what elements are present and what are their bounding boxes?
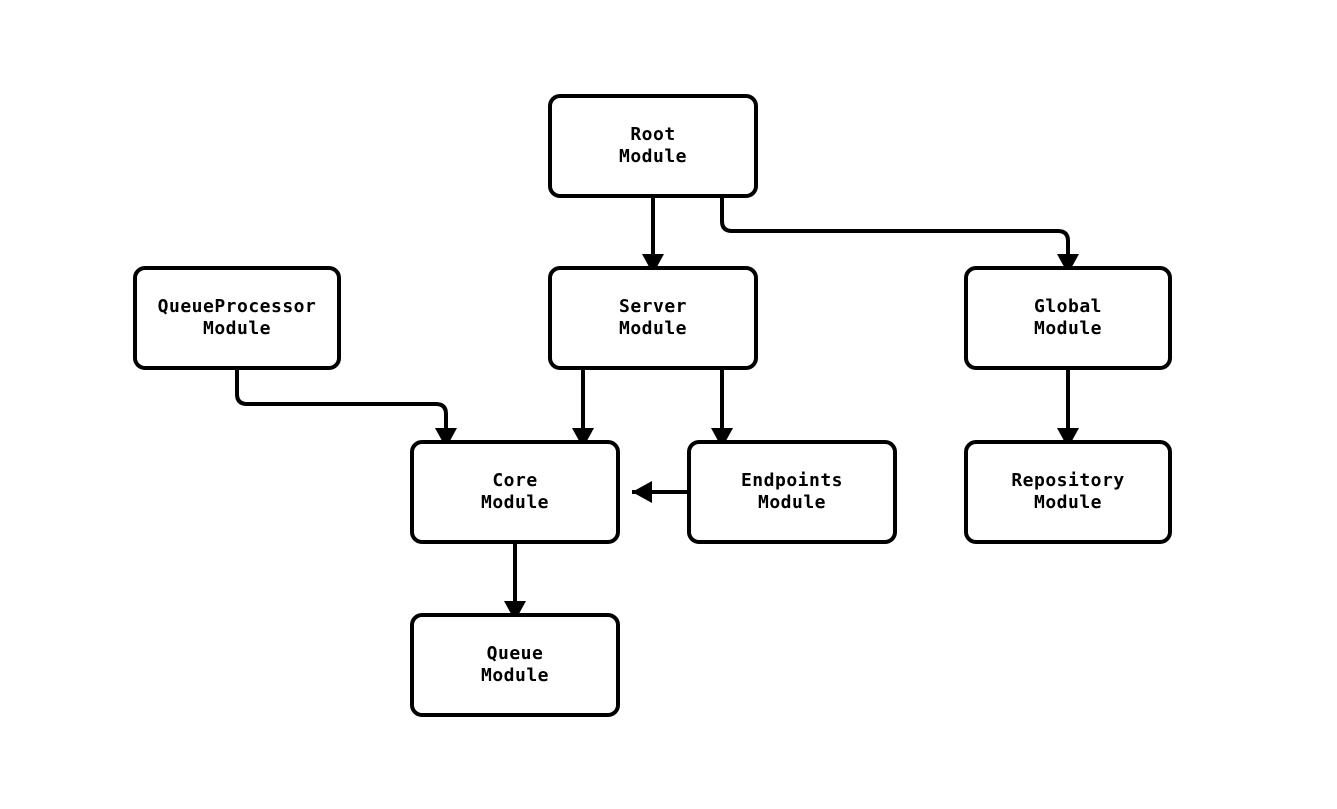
node-label-line1: Endpoints bbox=[740, 470, 844, 491]
edges-group bbox=[235, 198, 1079, 621]
node-label-line1: Core bbox=[492, 470, 538, 491]
edge-root-global bbox=[720, 198, 1070, 254]
node-label-line2: Module bbox=[202, 318, 272, 339]
node-global-module[interactable]: Global Module bbox=[964, 266, 1172, 370]
node-label-line1: Global bbox=[1033, 296, 1103, 317]
arrowhead-endpoints-core bbox=[632, 481, 652, 503]
node-endpoints-module[interactable]: Endpoints Module bbox=[687, 440, 897, 544]
node-label-line2: Module bbox=[618, 318, 688, 339]
node-queue-module[interactable]: Queue Module bbox=[410, 613, 620, 717]
node-label-line2: Module bbox=[1033, 318, 1103, 339]
node-server-module[interactable]: Server Module bbox=[548, 266, 758, 370]
node-label-line1: QueueProcessor bbox=[157, 296, 317, 317]
node-queueprocessor-module[interactable]: QueueProcessor Module bbox=[133, 266, 341, 370]
node-label-line1: Root bbox=[630, 124, 676, 145]
node-repository-module[interactable]: Repository Module bbox=[964, 440, 1172, 544]
node-label-line2: Module bbox=[480, 492, 550, 513]
node-label-line2: Module bbox=[618, 146, 688, 167]
edge-queueprocessor-core bbox=[235, 370, 448, 428]
node-label-line2: Module bbox=[757, 492, 827, 513]
node-label-line1: Server bbox=[618, 296, 688, 317]
node-label-line2: Module bbox=[480, 665, 550, 686]
node-label-line2: Module bbox=[1033, 492, 1103, 513]
node-label-line1: Repository bbox=[1011, 470, 1125, 491]
node-root-module[interactable]: Root Module bbox=[548, 94, 758, 198]
node-core-module[interactable]: Core Module bbox=[410, 440, 620, 544]
node-label-line1: Queue bbox=[486, 643, 544, 664]
